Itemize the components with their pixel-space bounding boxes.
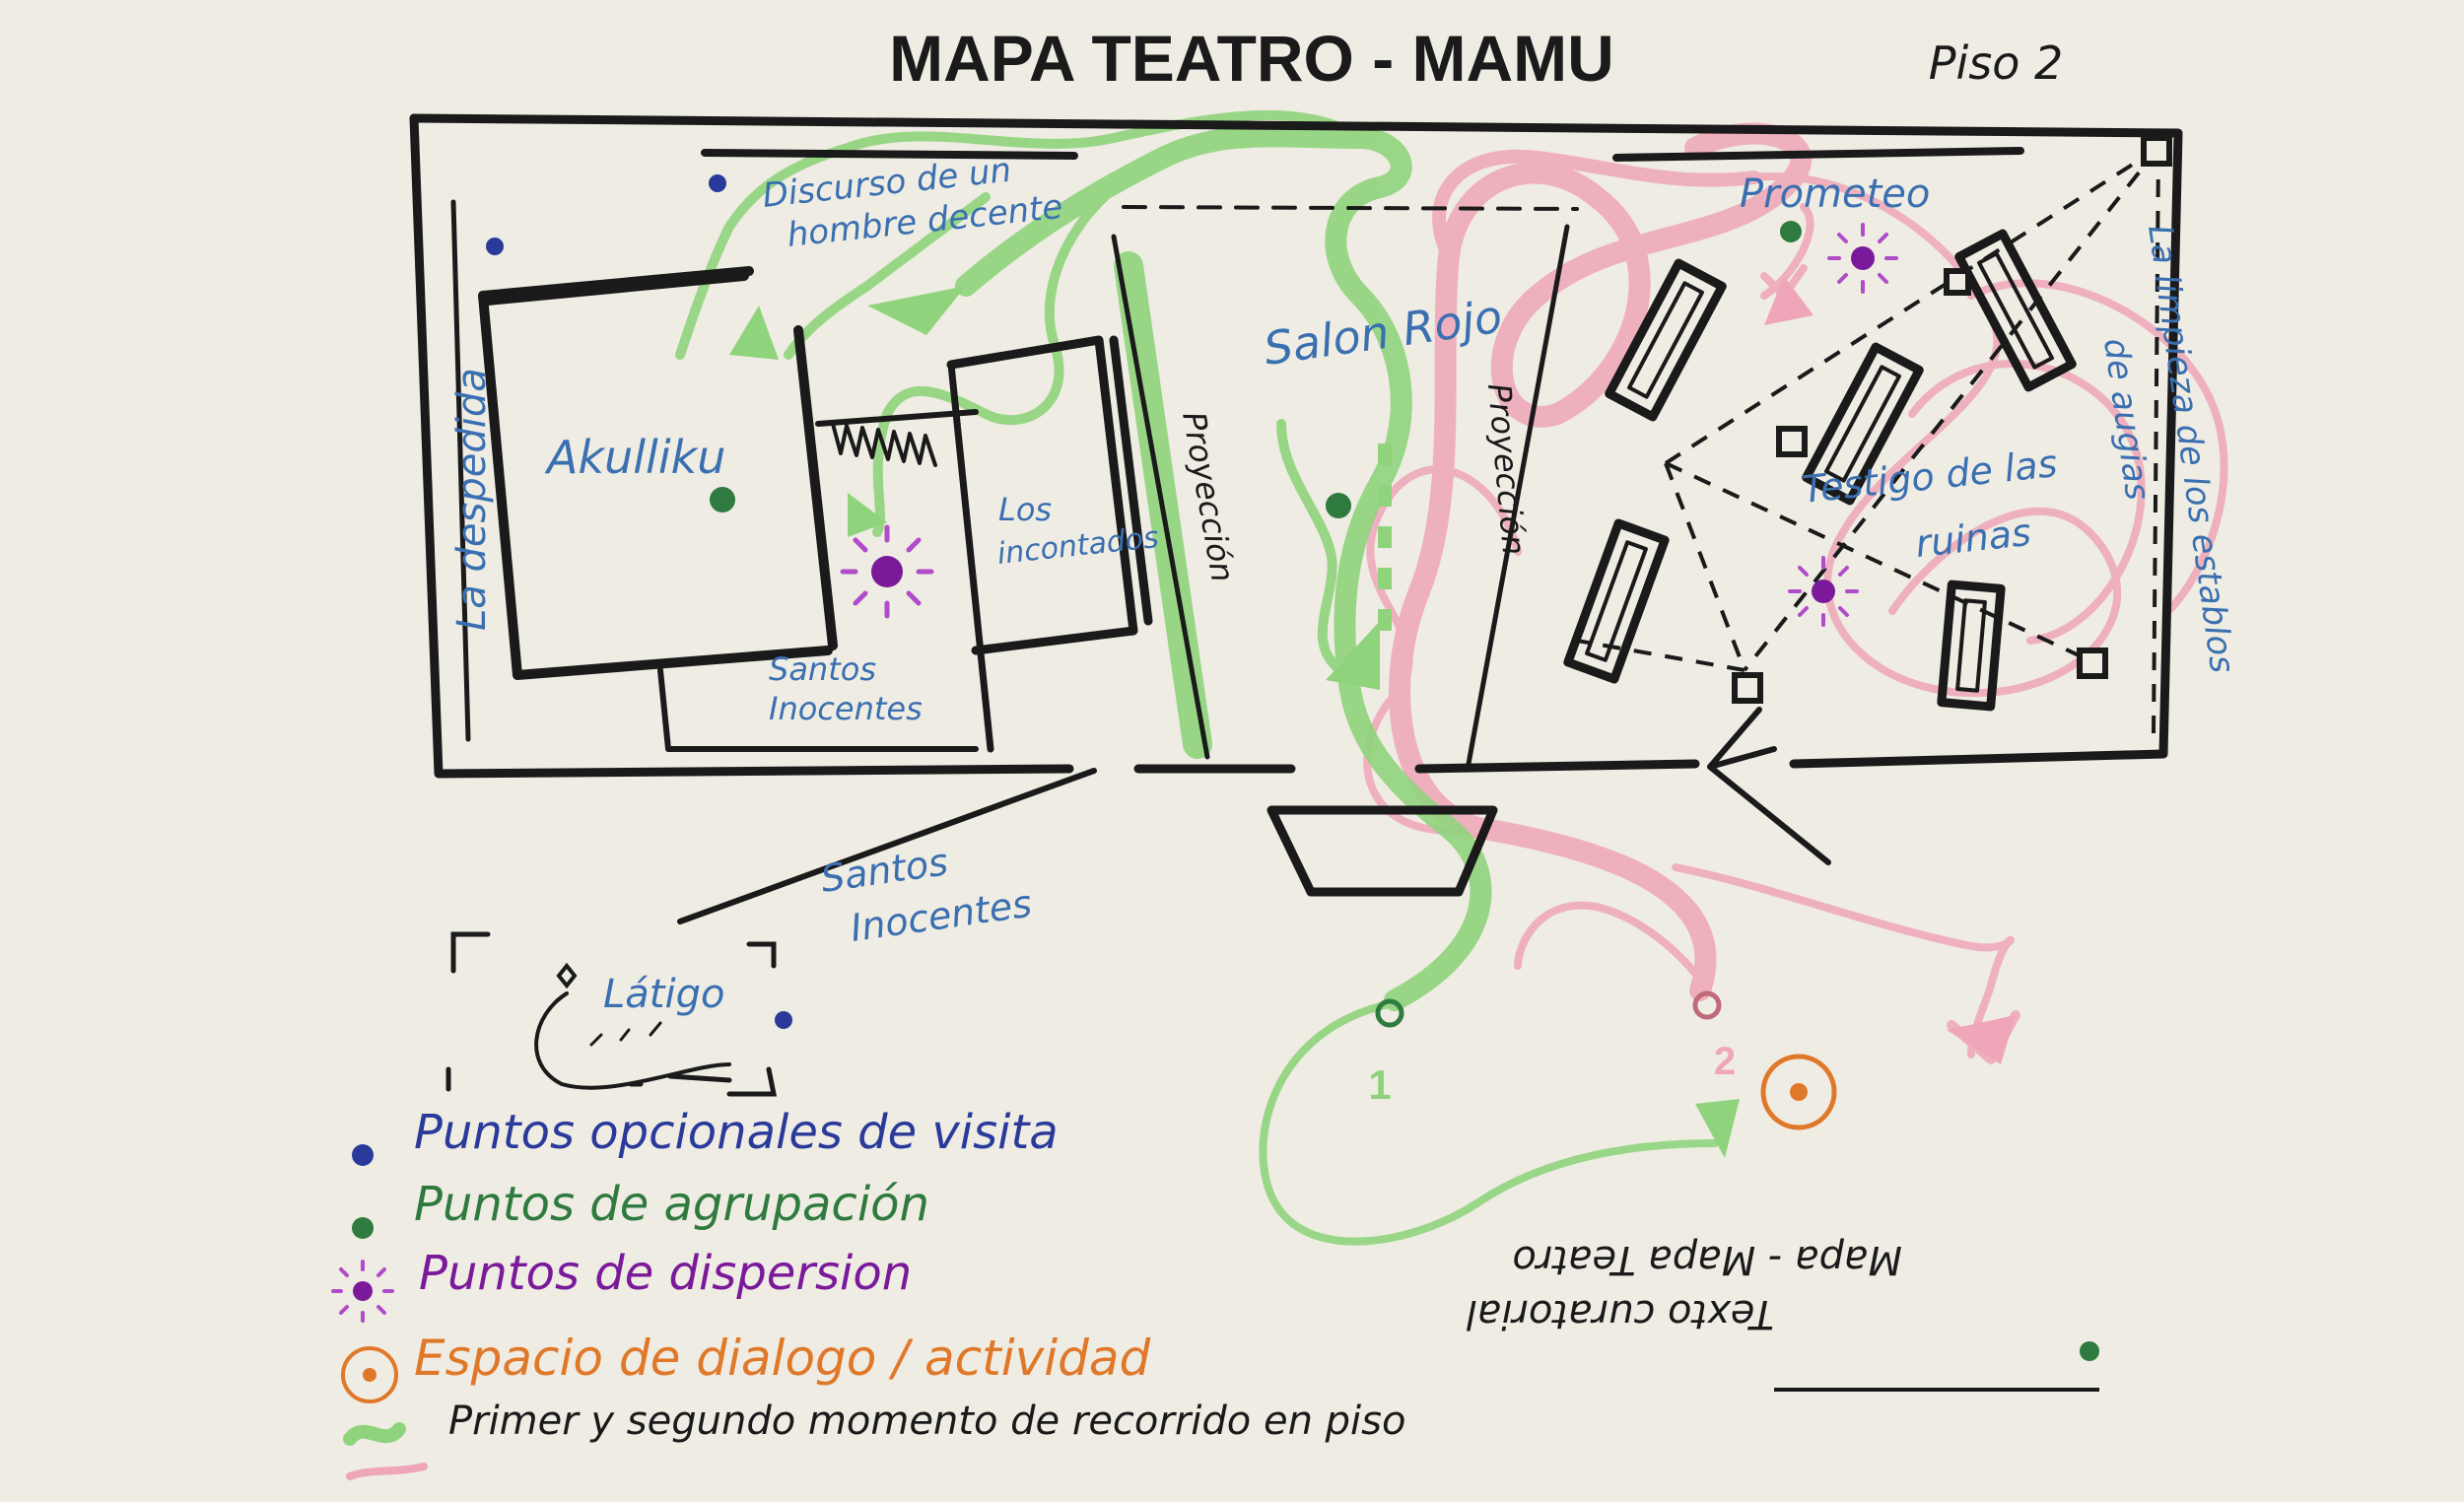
room-santos-inner-line1: Santos [769,650,876,688]
route-2-label: 2 [1714,1040,1736,1083]
curatorial-note-line2: Mapa - Mapa Teatro [1512,1237,1902,1282]
optional-visit-points [486,174,792,1029]
dispersion-point-santos [840,524,934,619]
room-santos-inner-line2: Inocentes [769,690,923,727]
legend-optional-points: Puntos opcionales de visita [414,1105,1059,1160]
legend-dispersion-points: Puntos de dispersion [419,1246,912,1301]
room-akulliku: Akulliku [544,431,725,484]
green-arrow-dialog [1695,1099,1740,1158]
legend-grouping-points: Puntos de agrupación [414,1177,929,1232]
green-arrow-left [867,286,966,335]
pink-arrow-exit [1947,1015,2016,1064]
room-prometeo: Prometeo [1740,171,1930,217]
map-title: MAPA TEATRO - MAMU [889,22,1614,95]
floor-label: Piso 2 [1929,36,2064,90]
grouping-points [710,221,2099,1361]
route-1-label: 1 [1368,1061,1391,1108]
green-arrow-discurso [729,306,779,360]
floor-plan-walls [409,113,2183,924]
pink-arrow-prometeo [1764,276,1814,325]
legend-dispersion-icon [331,1260,394,1323]
dispersion-point-testigo [1788,556,1859,627]
legend-dialog-icon [341,1346,398,1403]
curatorial-note: Texto curatorial Mapa - Mapa Teatro [1467,1237,1902,1336]
legend: Puntos opcionales de visita Puntos de ag… [331,1105,1405,1480]
curatorial-note-line1: Texto curatorial [1467,1291,1774,1336]
projection-cone [1576,146,2160,735]
room-latigo: Látigo [603,972,724,1017]
green-arrow-santos [848,493,887,537]
route-2-start [1692,990,1722,1020]
legend-dialog-space: Espacio de dialogo / actividad [414,1330,1150,1387]
dispersion-point-prometeo [1827,223,1898,294]
legend-route-moments: Primer y segundo momento de recorrido en… [448,1399,1405,1444]
legend-green-stroke [343,1422,406,1446]
latigo-frame [445,931,778,1097]
room-despedida: La despedida [449,368,495,631]
green-arrow-up [1326,621,1380,690]
route-1-start [1375,998,1404,1028]
legend-grouping-dot [352,1217,374,1239]
legend-optional-dot [352,1144,374,1166]
legend-pink-stroke [346,1463,428,1480]
dialog-space-marker [1760,1054,1837,1130]
room-incontados-line1: Los [998,491,1052,528]
small-squares [1732,135,2172,704]
